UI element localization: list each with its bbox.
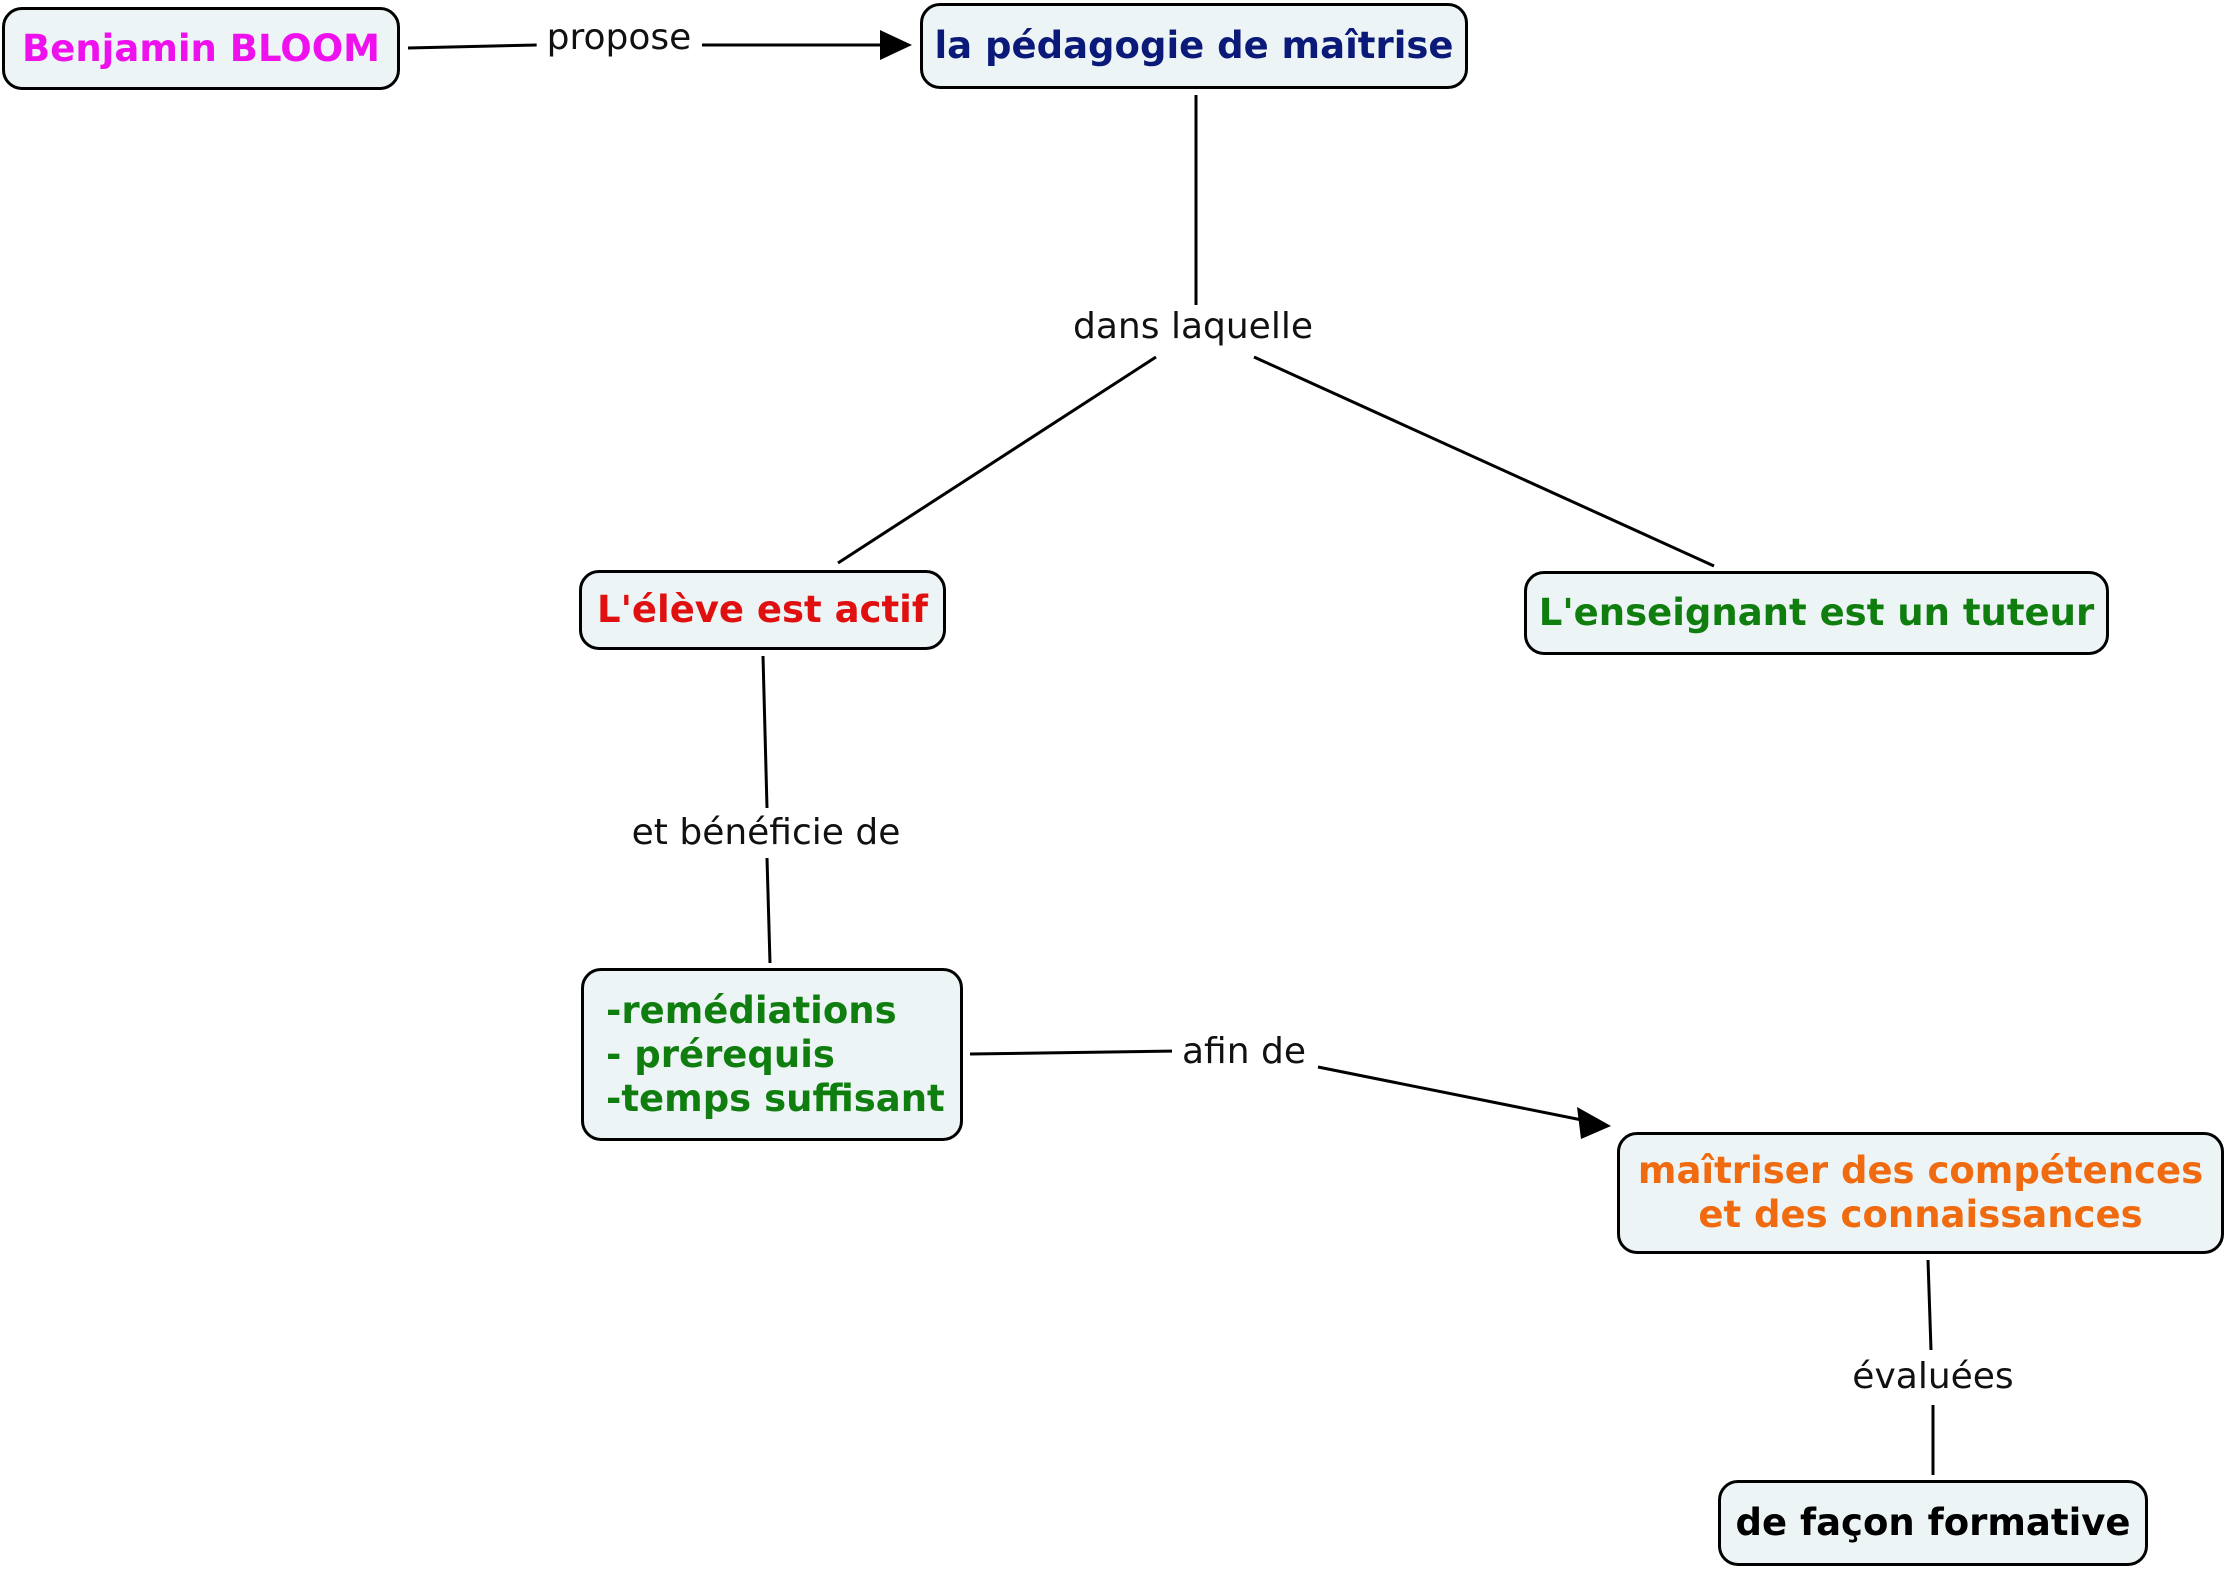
node-facon-formative[interactable]: de façon formative — [1718, 1480, 2148, 1566]
link-line-beneficie-remediations — [765, 857, 772, 964]
node-remediations-line-2: - prérequis — [606, 1032, 835, 1076]
node-maitriser-line-1: maîtriser des compétences — [1637, 1149, 2204, 1192]
link-label-propose: propose — [536, 16, 702, 60]
link-line-dans-laquelle-eleve — [837, 355, 1157, 565]
arrowhead-propose — [880, 30, 912, 60]
node-eleve-actif[interactable]: L'élève est actif — [579, 570, 946, 650]
node-facon-label: de façon formative — [1735, 1501, 2131, 1544]
link-label-dans-laquelle: dans laquelle — [1063, 305, 1323, 349]
link-line-eleve-beneficie — [761, 655, 769, 809]
link-line-remediations-afin-de — [969, 1049, 1178, 1056]
node-eleve-label: L'élève est actif — [597, 588, 928, 631]
node-remediations-line-3: -temps suffisant — [606, 1076, 945, 1120]
node-pedagogie-de-maitrise[interactable]: la pédagogie de maîtrise — [920, 3, 1468, 89]
link-line-dans-laquelle-enseignant — [1253, 355, 1715, 568]
node-pedagogie-label: la pédagogie de maîtrise — [934, 24, 1454, 67]
node-remediations[interactable]: -remédiations - prérequis -temps suffisa… — [581, 968, 963, 1141]
node-remediations-line-1: -remédiations — [606, 988, 897, 1032]
link-label-afin-de: afin de — [1172, 1030, 1316, 1074]
node-maitriser-text: maîtriser des compétences et des connais… — [1638, 1149, 2203, 1237]
link-line-bloom-propose — [407, 43, 538, 50]
link-line-maitriser-evaluees — [1926, 1259, 1933, 1351]
arrowhead-afin-de — [1577, 1107, 1611, 1139]
link-line-afin-de-maitriser — [1317, 1065, 1583, 1122]
node-benjamin-bloom-label: Benjamin BLOOM — [22, 26, 380, 70]
node-enseignant-tuteur[interactable]: L'enseignant est un tuteur — [1524, 571, 2109, 655]
node-maitriser-competences[interactable]: maîtriser des compétences et des connais… — [1617, 1132, 2224, 1254]
link-label-beneficie: et bénéficie de — [621, 811, 911, 855]
node-enseignant-label: L'enseignant est un tuteur — [1538, 591, 2095, 634]
link-label-evaluees: évaluées — [1842, 1355, 2024, 1399]
node-benjamin-bloom[interactable]: Benjamin BLOOM — [2, 7, 400, 90]
node-remediations-text: -remédiations - prérequis -temps suffisa… — [606, 989, 945, 1121]
node-maitriser-line-2: et des connaissances — [1698, 1193, 2143, 1236]
